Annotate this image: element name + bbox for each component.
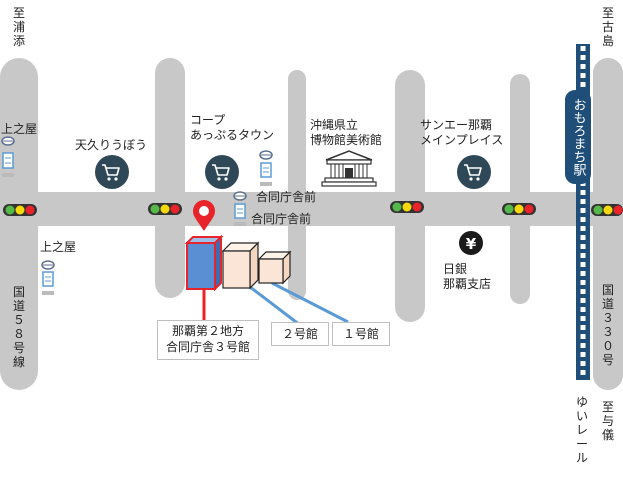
shopping-cart-icon bbox=[457, 155, 491, 189]
bldg2-pointer-line bbox=[249, 285, 301, 327]
bldg1-label-box[interactable]: １号館 bbox=[332, 322, 390, 346]
yui-rail-label: ゆいレール bbox=[575, 395, 588, 465]
building-bldg2[interactable] bbox=[221, 241, 260, 290]
landmark-bank-line1: 日銀 bbox=[443, 262, 468, 276]
traffic-light-icon bbox=[148, 203, 182, 215]
bus-stop-icon bbox=[41, 260, 55, 295]
yen-icon: ¥ bbox=[459, 231, 483, 255]
side-road-3 bbox=[395, 70, 425, 322]
landmark-coop-line1: コープ bbox=[190, 113, 226, 127]
side-road-1 bbox=[155, 58, 185, 298]
bus-stop-uenoya-top: 上之屋 bbox=[1, 122, 38, 136]
building-main-3gokan[interactable] bbox=[184, 234, 224, 292]
svg-text:¥: ¥ bbox=[466, 235, 477, 253]
landmark-sanei-line2: メインプレイス bbox=[420, 133, 504, 147]
landmark-bank-line2: 那覇支店 bbox=[443, 277, 492, 291]
building-bldg1[interactable] bbox=[257, 250, 292, 285]
landmark-museum-line2: 博物館美術館 bbox=[310, 133, 383, 147]
main-building-label-line1: 那覇第２地方 bbox=[171, 324, 244, 338]
route330-label: 国道３３０号 bbox=[601, 283, 614, 367]
bus-stop-icon bbox=[1, 136, 15, 177]
location-pin-icon bbox=[193, 200, 215, 231]
landmark-tenku-label: 天久りうぼう bbox=[75, 138, 148, 152]
bus-stop-gogo-top: 合同庁舎前 bbox=[256, 190, 317, 204]
traffic-light-icon bbox=[390, 201, 424, 213]
landmark-sanei-line1: サンエー那覇 bbox=[420, 118, 493, 132]
bldg1-pointer-line bbox=[271, 281, 349, 324]
route330-road bbox=[593, 58, 623, 390]
landmark-museum-line1: 沖縄県立 bbox=[310, 118, 359, 132]
side-road-4 bbox=[510, 74, 530, 304]
direction-urasoe: 至浦添 bbox=[12, 6, 25, 48]
direction-yonabaru: 至与儀 bbox=[601, 400, 614, 442]
traffic-light-icon bbox=[3, 204, 37, 216]
bldg2-label-box[interactable]: ２号館 bbox=[271, 322, 329, 346]
main-building-label-box[interactable]: 那覇第２地方 合同庁舎３号館 bbox=[157, 320, 259, 360]
direction-koza: 至古島 bbox=[601, 6, 614, 48]
main-building-label-line2: 合同庁舎３号館 bbox=[165, 340, 250, 354]
museum-icon bbox=[321, 150, 377, 187]
bus-stop-icon bbox=[233, 191, 247, 226]
bus-stop-uenoya-bottom: 上之屋 bbox=[40, 240, 77, 254]
omoromachi-station-label[interactable]: おもろまち駅 bbox=[565, 90, 591, 184]
side-road-2 bbox=[288, 70, 306, 300]
shopping-cart-icon bbox=[95, 155, 129, 189]
bus-stop-gogo-bottom: 合同庁舎前 bbox=[251, 212, 312, 226]
traffic-light-icon bbox=[591, 204, 623, 216]
road-network bbox=[0, 58, 623, 390]
shopping-cart-icon bbox=[205, 155, 239, 189]
route58-label: 国道５８号線 bbox=[12, 285, 25, 369]
traffic-light-icon bbox=[502, 203, 536, 215]
landmark-coop-line2: あっぷるタウン bbox=[190, 128, 275, 142]
bus-stop-icon bbox=[259, 150, 273, 186]
